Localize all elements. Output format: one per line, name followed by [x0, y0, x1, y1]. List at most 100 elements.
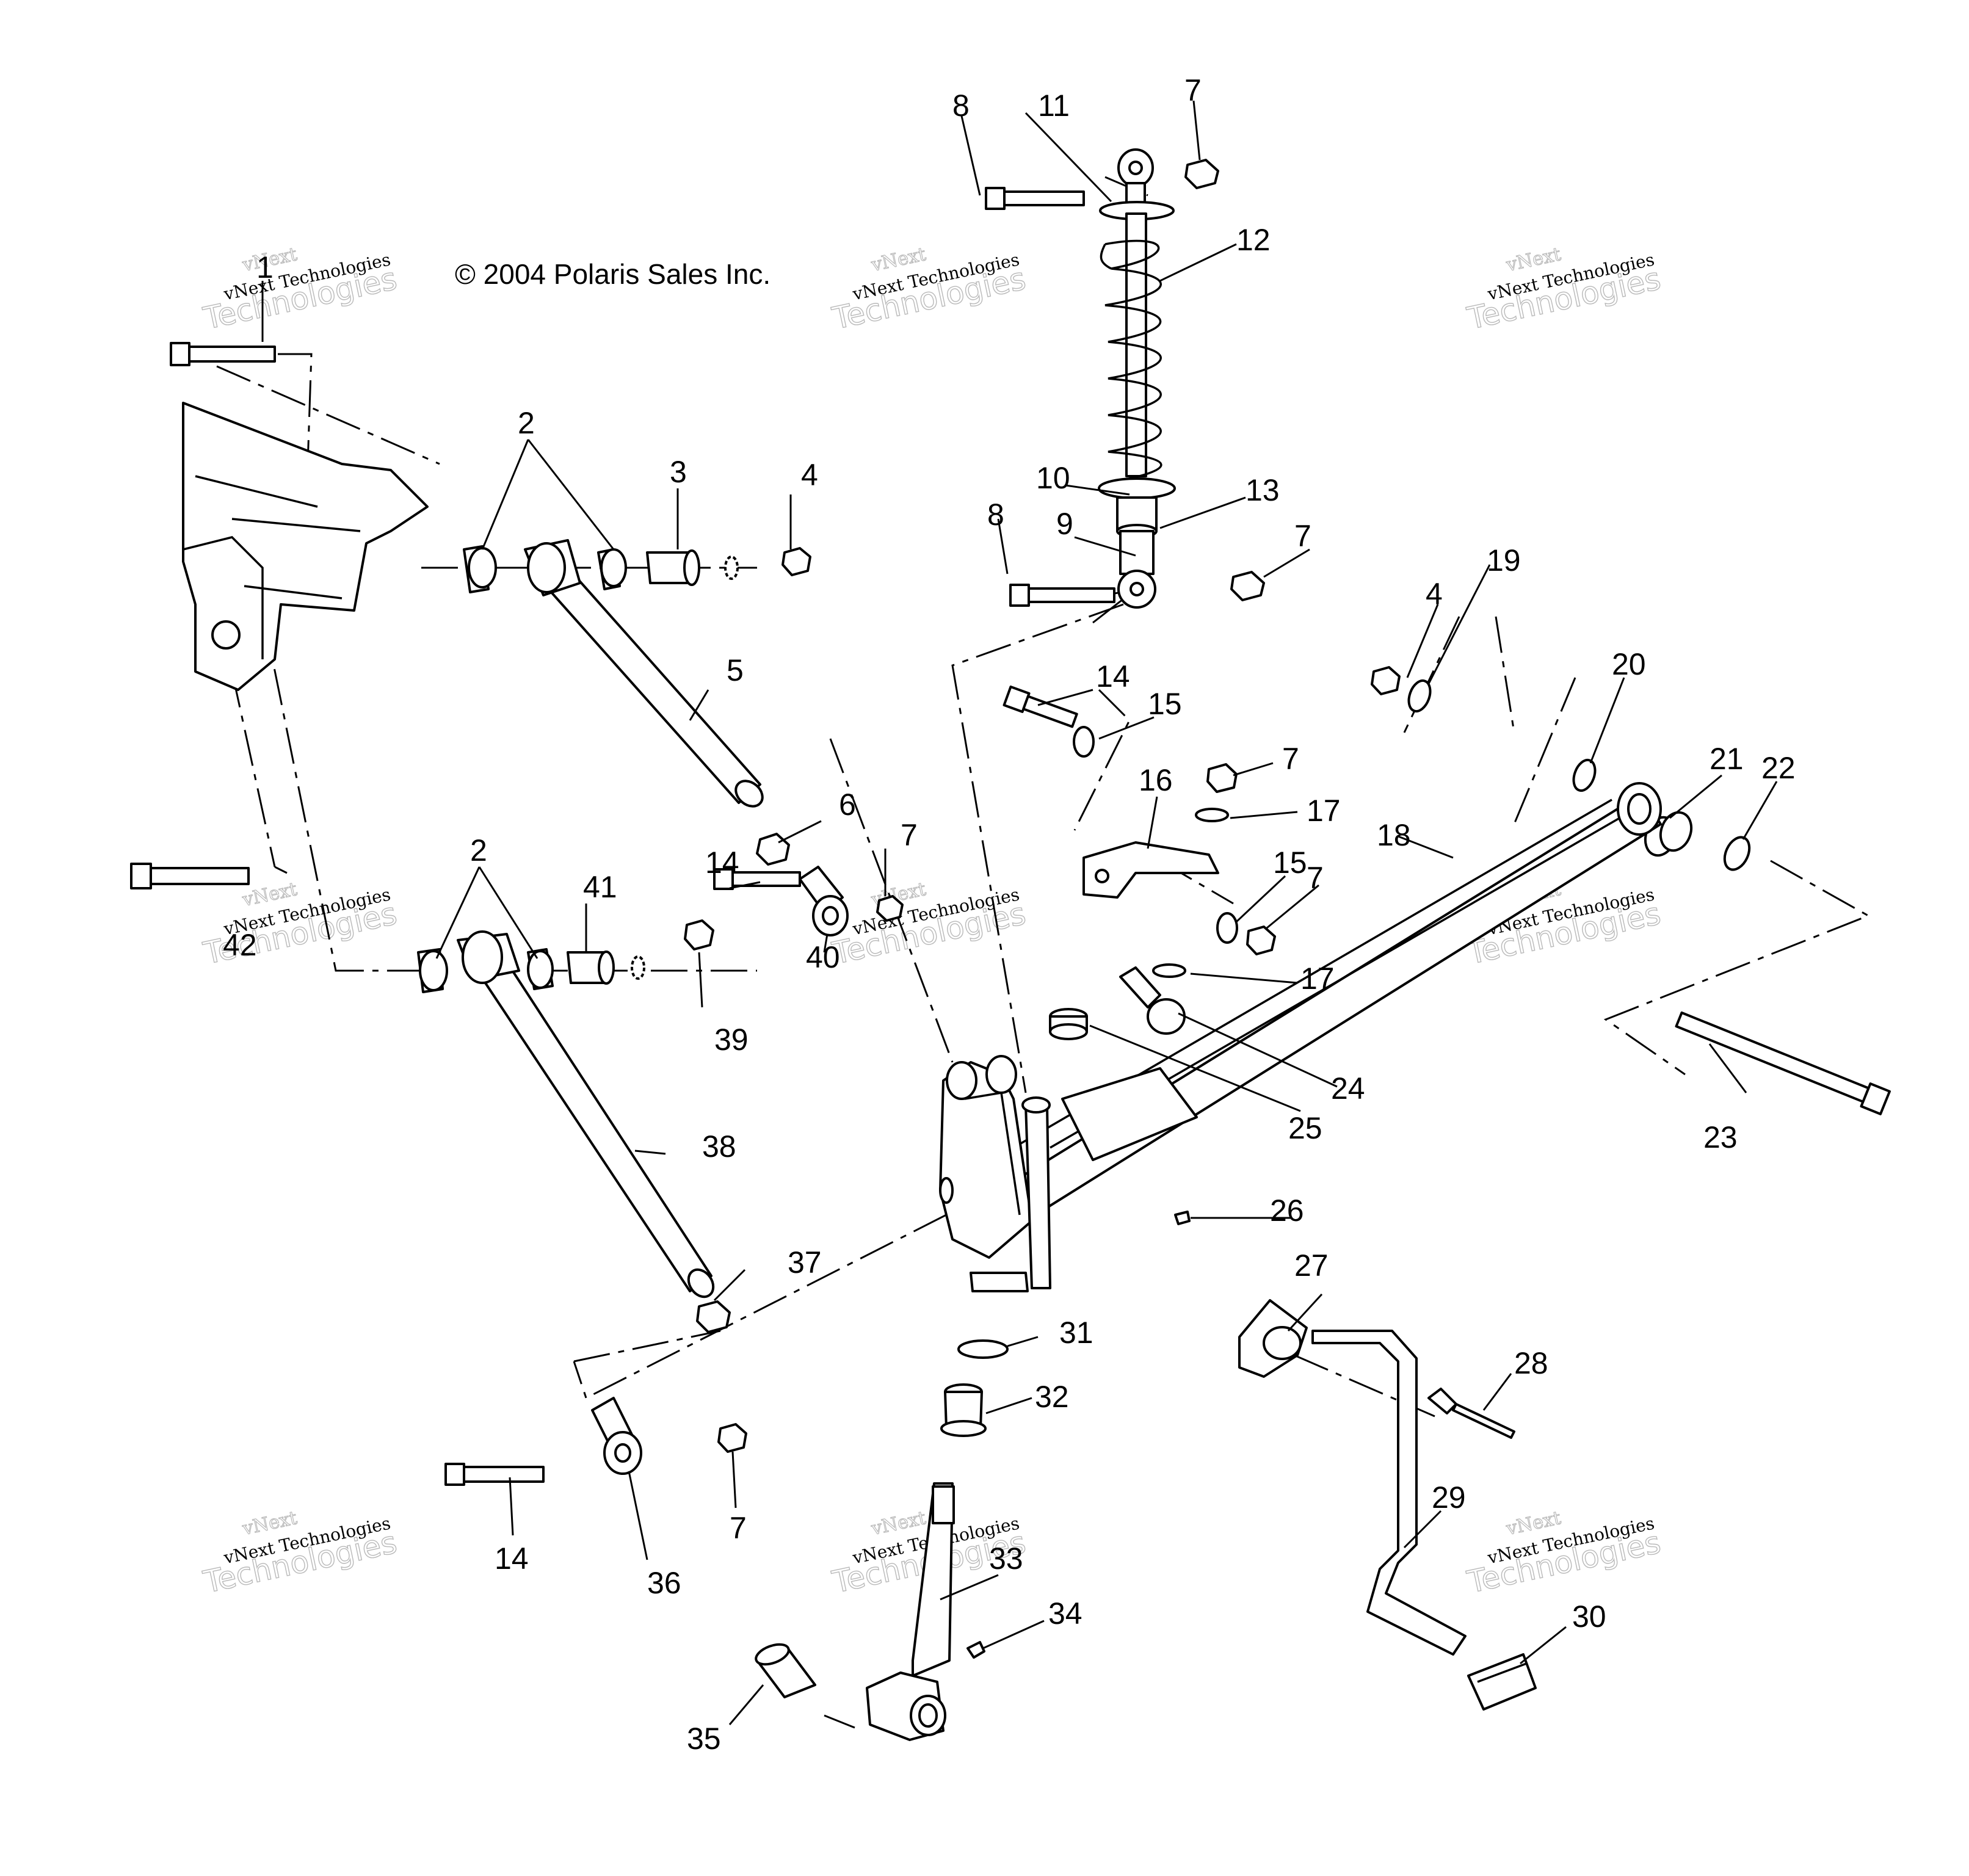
callout-5: 5	[727, 653, 744, 687]
callout-42: 42	[223, 928, 257, 962]
bolt-14-middle	[1003, 685, 1078, 728]
bolt-23	[1675, 1011, 1891, 1115]
bushing-32	[940, 1383, 987, 1437]
nut-7-shock-lower	[1230, 571, 1265, 601]
pin-28	[1427, 1388, 1515, 1439]
callout-36: 36	[647, 1566, 681, 1600]
tie-rod-end-40	[799, 866, 849, 936]
callout-7-lower: 7	[730, 1511, 747, 1545]
callout-37: 37	[788, 1245, 822, 1280]
callout-27: 27	[1294, 1248, 1329, 1283]
callout-2-lower: 2	[470, 833, 487, 867]
watermark-9: vNext Technologies vNext Technologies	[1463, 1507, 1664, 1601]
nut-7-plate	[1206, 763, 1238, 793]
bushing-25	[1049, 1008, 1088, 1040]
spindle-assembly-18	[939, 782, 1662, 1292]
watermark-5: vNext Technologies vNext Technologies	[829, 878, 1029, 972]
callout-labels: 1 2 2 3 4 5 6 7 7 7 7 7 7 8 8 9 10 11 12…	[223, 73, 1796, 1756]
callout-7-tierod: 7	[901, 818, 918, 852]
callout-22: 22	[1761, 751, 1796, 785]
bushing-35	[755, 1643, 816, 1698]
callout-8-lower: 8	[987, 498, 1004, 532]
callout-4-upper: 4	[801, 458, 818, 492]
callout-8-upper: 8	[952, 89, 970, 123]
upper-control-arm-5	[463, 539, 764, 808]
callout-38: 38	[702, 1129, 736, 1164]
callout-40: 40	[806, 940, 840, 974]
callout-28: 28	[1514, 1346, 1548, 1380]
callout-7-plate: 7	[1282, 742, 1299, 776]
bumper-bracket-27	[1238, 1299, 1308, 1378]
sleeve-41	[567, 951, 645, 985]
callout-17-lower: 17	[1300, 962, 1335, 996]
callout-2-upper: 2	[518, 406, 535, 440]
callout-10: 10	[1036, 461, 1070, 495]
steering-post-33	[866, 1482, 955, 1741]
callout-14-upper: 14	[705, 846, 739, 880]
washer-19	[1407, 679, 1432, 713]
lower-control-arm-38	[417, 930, 715, 1298]
callout-19: 19	[1487, 543, 1521, 578]
callout-7-top: 7	[1184, 73, 1202, 107]
callout-14-middle: 14	[1096, 659, 1130, 694]
callout-23: 23	[1703, 1120, 1738, 1154]
steering-plate-16	[1082, 841, 1219, 899]
callout-13: 13	[1246, 473, 1280, 507]
washer-20	[1572, 758, 1597, 792]
callout-4-right: 4	[1426, 577, 1443, 611]
washer-15-lower	[1216, 912, 1238, 944]
callout-29: 29	[1432, 1480, 1466, 1515]
callout-34: 34	[1048, 1596, 1082, 1631]
callout-21: 21	[1710, 742, 1744, 776]
callout-15-lower: 15	[1273, 846, 1307, 880]
callout-35: 35	[687, 1722, 721, 1756]
callout-26: 26	[1270, 1193, 1304, 1228]
block-30	[1467, 1653, 1537, 1711]
nut-4-right	[1371, 666, 1401, 695]
callout-9: 9	[1056, 507, 1073, 541]
bolt-42	[130, 863, 250, 889]
callout-11: 11	[1038, 89, 1070, 123]
ring-22	[1723, 836, 1751, 871]
callout-17-upper: 17	[1307, 794, 1341, 828]
callout-15-upper: 15	[1148, 687, 1182, 721]
sleeve-3	[646, 549, 739, 586]
bolt-8-lower	[1009, 584, 1115, 607]
callout-41: 41	[583, 870, 617, 904]
nut-4-upper	[781, 547, 811, 576]
callout-25: 25	[1288, 1111, 1322, 1145]
grease-fitting-34	[966, 1641, 985, 1659]
grease-fitting-26	[1174, 1211, 1191, 1225]
nut-7-lower	[717, 1423, 747, 1453]
nut-7-top	[1184, 159, 1219, 189]
watermark-2: vNext Technologies vNext Technologies	[829, 244, 1029, 337]
watermark-3: vNext Technologies vNext Technologies	[1463, 244, 1664, 337]
washer-15-upper	[1073, 726, 1095, 758]
callout-24: 24	[1331, 1071, 1365, 1106]
frame-bracket	[182, 402, 429, 691]
bumper-rail-29	[1311, 1330, 1467, 1656]
callout-12: 12	[1236, 223, 1271, 257]
bolt-1	[170, 342, 276, 366]
callout-7-shock: 7	[1294, 519, 1311, 553]
shock-absorber	[1098, 148, 1176, 609]
callout-18: 18	[1377, 818, 1411, 852]
callout-6: 6	[839, 788, 856, 822]
bolt-8-upper	[985, 187, 1085, 210]
callout-3: 3	[670, 455, 687, 489]
bolt-14-lower	[444, 1463, 545, 1486]
bushing-21	[1644, 811, 1693, 857]
callout-1: 1	[256, 250, 274, 284]
callout-39: 39	[714, 1023, 749, 1057]
callout-32: 32	[1035, 1380, 1069, 1414]
washer-17-lower	[1152, 963, 1186, 978]
washer-17-upper	[1195, 808, 1229, 822]
nut-6	[756, 833, 790, 866]
nut-7-arm	[1246, 925, 1276, 955]
copyright-notice: © 2004 Polaris Sales Inc.	[455, 258, 771, 290]
watermark-7: vNext Technologies vNext Technologies	[200, 1507, 401, 1601]
seal-31	[957, 1339, 1009, 1359]
nut-37	[696, 1300, 731, 1333]
callout-14-lower: 14	[495, 1541, 529, 1576]
